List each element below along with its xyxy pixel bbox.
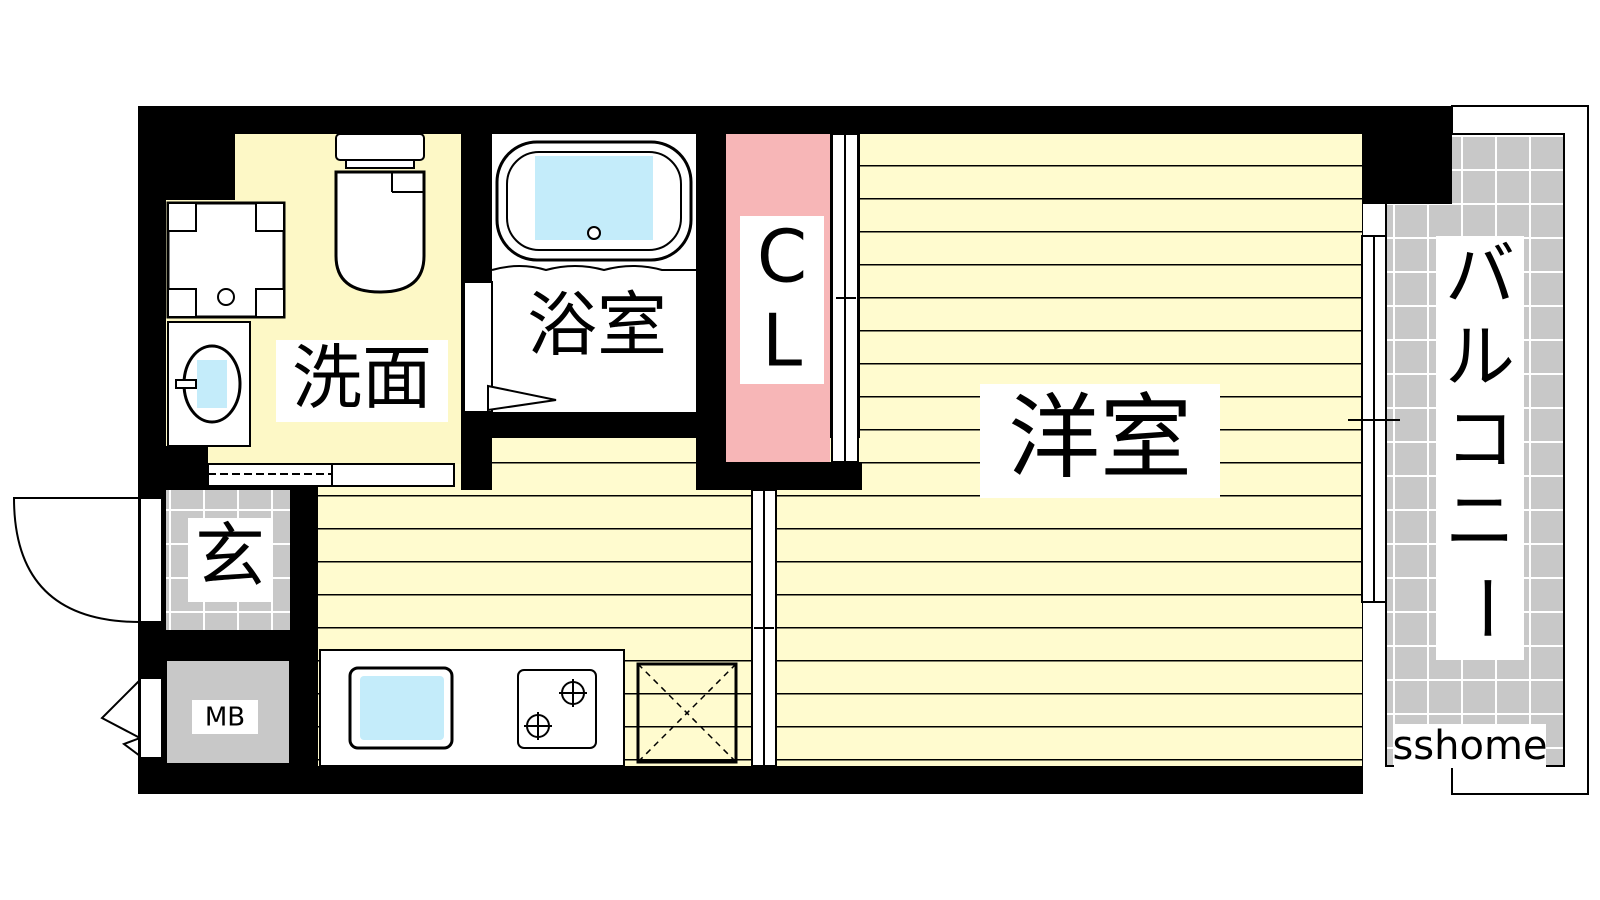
western-room-label: 洋室: [1008, 384, 1192, 491]
bath-door-swing: [487, 384, 557, 412]
vanity-water: [197, 360, 227, 408]
washroom-label-bg: [276, 340, 448, 422]
meter-box-door: [139, 677, 163, 759]
balcony-label-char: ー: [1444, 573, 1526, 643]
entrance-label-bg: [188, 518, 272, 602]
entrance-label: 玄: [195, 515, 265, 597]
balcony-wall-top: [1386, 134, 1452, 204]
wall: [138, 106, 234, 200]
balcony-label-char: ル: [1445, 316, 1515, 398]
stove: [517, 669, 597, 749]
washer-drain-icon: [217, 288, 235, 306]
balcony-label-char: コ: [1445, 398, 1515, 480]
wall: [696, 462, 862, 490]
wall: [290, 490, 318, 766]
western-label-bg: [980, 384, 1220, 498]
balcony-label-bg: [1436, 236, 1524, 660]
wall: [461, 134, 492, 282]
wall: [138, 446, 208, 490]
wall: [486, 412, 700, 438]
closet-label-l: L: [762, 299, 802, 383]
entry-door-frame: [139, 497, 163, 623]
wall: [138, 630, 318, 658]
bath-step-line: [491, 265, 696, 272]
closet-label-c: C: [757, 215, 807, 299]
bathroom-label: 浴室: [527, 284, 667, 366]
toilet-lid-strip: [345, 159, 415, 169]
washroom-label: 洗面: [292, 337, 432, 419]
closet-label-bg: [740, 216, 824, 384]
meter-box-label: MB: [205, 703, 245, 733]
bath-label-bg: [512, 286, 682, 370]
balcony-label-char: ニ: [1445, 480, 1515, 562]
balcony-label-char: バ: [1445, 234, 1515, 316]
meter-box-label-bg: [192, 700, 258, 734]
wall: [696, 134, 726, 490]
toilet-bowl-icon: [334, 170, 426, 294]
kitchen-sink-water: [360, 676, 444, 740]
watermark-bg: [1394, 724, 1546, 768]
watermark-text: sshome: [1392, 723, 1547, 769]
entry-door-swing-icon: [12, 497, 141, 623]
meter-box-door-swing-icon: [100, 679, 141, 757]
refrigerator-space: [636, 662, 738, 764]
corridor-upper-floor: [486, 438, 700, 478]
toilet-tank: [335, 133, 425, 161]
bathtub-drain-icon: [587, 226, 601, 240]
